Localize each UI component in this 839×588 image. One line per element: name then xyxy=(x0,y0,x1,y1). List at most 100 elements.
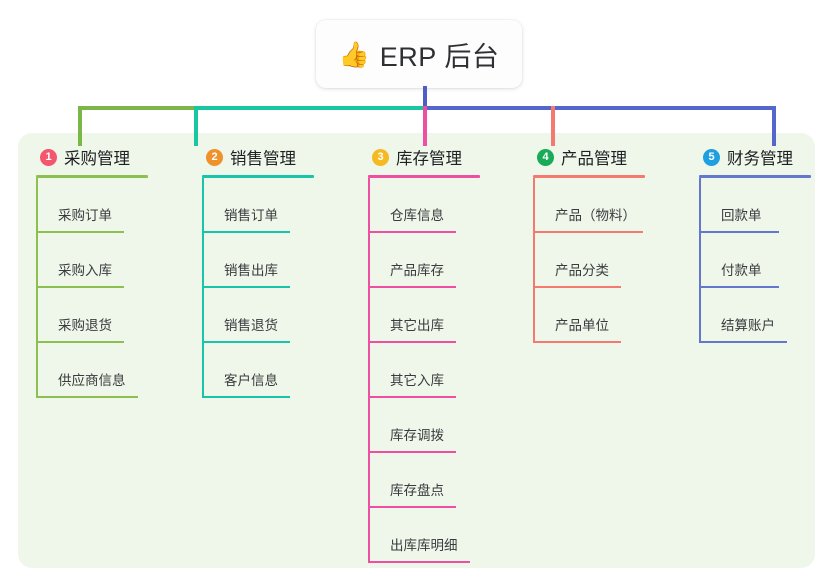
branch-items-inventory: 仓库信息 产品库存 其它出库 其它入库 库存调拨 库存盘点 xyxy=(368,178,480,563)
branch-underline xyxy=(533,175,645,178)
list-item[interactable]: 库存调拨 xyxy=(368,398,480,453)
branch-column-inventory: 3 库存管理 仓库信息 产品库存 其它出库 其它入库 库存调拨 xyxy=(368,145,480,563)
branch-spine xyxy=(368,178,370,563)
list-item[interactable]: 产品（物料） xyxy=(533,178,645,233)
branch-header-product[interactable]: 4 产品管理 xyxy=(533,145,645,169)
branch-items-finance: 回款单 付款单 结算账户 xyxy=(699,178,811,343)
list-item[interactable]: 回款单 xyxy=(699,178,811,233)
list-item[interactable]: 采购订单 xyxy=(36,178,148,233)
branch-header-sales[interactable]: 2 销售管理 xyxy=(202,145,314,169)
branch-column-product: 4 产品管理 产品（物料） 产品分类 产品单位 xyxy=(533,145,645,343)
branch-title: 销售管理 xyxy=(230,150,296,168)
list-item-underline xyxy=(368,451,456,453)
list-item[interactable]: 产品库存 xyxy=(368,233,480,288)
list-item-underline xyxy=(36,396,138,398)
branch-spine xyxy=(36,178,38,398)
list-item-underline xyxy=(533,286,621,288)
list-item-label: 产品分类 xyxy=(555,263,609,278)
list-item[interactable]: 其它出库 xyxy=(368,288,480,343)
branch-header-finance[interactable]: 5 财务管理 xyxy=(699,145,811,169)
list-item[interactable]: 采购入库 xyxy=(36,233,148,288)
list-item-underline xyxy=(699,341,787,343)
diagram-panel xyxy=(18,133,815,568)
list-item[interactable]: 出库库明细 xyxy=(368,508,480,563)
list-item-underline xyxy=(533,341,621,343)
list-item-underline xyxy=(202,231,290,233)
branch-index-badge: 5 xyxy=(703,148,720,166)
list-item-underline xyxy=(368,396,456,398)
drop-line-column-5 xyxy=(772,106,776,146)
list-item-label: 库存调拨 xyxy=(390,428,444,443)
list-item-underline xyxy=(202,341,290,343)
list-item-underline xyxy=(36,341,124,343)
list-item-label: 产品库存 xyxy=(390,263,444,278)
list-item-underline xyxy=(36,286,124,288)
list-item[interactable]: 结算账户 xyxy=(699,288,811,343)
list-item[interactable]: 采购退货 xyxy=(36,288,148,343)
branch-items-product: 产品（物料） 产品分类 产品单位 xyxy=(533,178,645,343)
branch-underline xyxy=(699,175,811,178)
list-item[interactable]: 库存盘点 xyxy=(368,453,480,508)
list-item[interactable]: 产品分类 xyxy=(533,233,645,288)
branch-underline xyxy=(36,175,148,178)
drop-line-column-1 xyxy=(78,106,82,146)
list-item-label: 产品（物料） xyxy=(555,208,636,223)
list-item[interactable]: 供应商信息 xyxy=(36,343,148,398)
list-item-underline xyxy=(36,231,124,233)
list-item-label: 仓库信息 xyxy=(390,208,444,223)
list-item-label: 其它出库 xyxy=(390,318,444,333)
list-item-label: 采购入库 xyxy=(58,263,112,278)
list-item-underline xyxy=(202,396,290,398)
branch-spine xyxy=(533,178,535,343)
list-item-underline xyxy=(368,506,456,508)
bus-segment-green xyxy=(78,106,198,110)
root-node-erp-backend[interactable]: 👍 ERP 后台 xyxy=(316,20,522,88)
drop-line-column-2 xyxy=(194,106,198,146)
list-item-label: 供应商信息 xyxy=(58,373,126,388)
list-item-underline xyxy=(533,231,643,233)
list-item-label: 库存盘点 xyxy=(390,483,444,498)
list-item-label: 采购退货 xyxy=(58,318,112,333)
branch-spine xyxy=(202,178,204,398)
branch-title: 采购管理 xyxy=(64,150,130,168)
branch-spine xyxy=(699,178,701,343)
branch-column-finance: 5 财务管理 回款单 付款单 结算账户 xyxy=(699,145,811,343)
list-item-underline xyxy=(699,286,779,288)
list-item-label: 销售退货 xyxy=(224,318,278,333)
list-item-label: 其它入库 xyxy=(390,373,444,388)
branch-title: 财务管理 xyxy=(727,150,793,168)
list-item-underline xyxy=(699,231,779,233)
branch-underline xyxy=(368,175,480,178)
list-item[interactable]: 产品单位 xyxy=(533,288,645,343)
branch-underline xyxy=(202,175,314,178)
list-item-label: 采购订单 xyxy=(58,208,112,223)
list-item-label: 客户信息 xyxy=(224,373,278,388)
list-item-label: 出库库明细 xyxy=(390,538,458,553)
list-item[interactable]: 付款单 xyxy=(699,233,811,288)
drop-line-column-3 xyxy=(423,106,427,146)
branch-header-inventory[interactable]: 3 库存管理 xyxy=(368,145,480,169)
branch-header-purchasing[interactable]: 1 采购管理 xyxy=(36,145,148,169)
branch-items-purchasing: 采购订单 采购入库 采购退货 供应商信息 xyxy=(36,178,148,398)
list-item-label: 销售出库 xyxy=(224,263,278,278)
list-item-underline xyxy=(368,231,456,233)
list-item[interactable]: 销售出库 xyxy=(202,233,314,288)
branch-index-badge: 1 xyxy=(40,148,57,166)
branch-column-purchasing: 1 采购管理 采购订单 采购入库 采购退货 供应商信息 xyxy=(36,145,148,398)
branch-items-sales: 销售订单 销售出库 销售退货 客户信息 xyxy=(202,178,314,398)
list-item[interactable]: 销售订单 xyxy=(202,178,314,233)
root-node-title: ERP 后台 xyxy=(379,41,500,72)
branch-title: 产品管理 xyxy=(561,150,627,168)
list-item[interactable]: 仓库信息 xyxy=(368,178,480,233)
list-item[interactable]: 其它入库 xyxy=(368,343,480,398)
root-trunk-line xyxy=(423,86,427,110)
list-item[interactable]: 客户信息 xyxy=(202,343,314,398)
list-item-label: 产品单位 xyxy=(555,318,609,333)
branch-column-sales: 2 销售管理 销售订单 销售出库 销售退货 客户信息 xyxy=(202,145,314,398)
list-item[interactable]: 销售退货 xyxy=(202,288,314,343)
list-item-label: 结算账户 xyxy=(721,318,775,333)
list-item-label: 销售订单 xyxy=(224,208,278,223)
list-item-underline xyxy=(368,286,456,288)
list-item-underline xyxy=(368,561,470,563)
bus-segment-blue xyxy=(423,106,776,110)
